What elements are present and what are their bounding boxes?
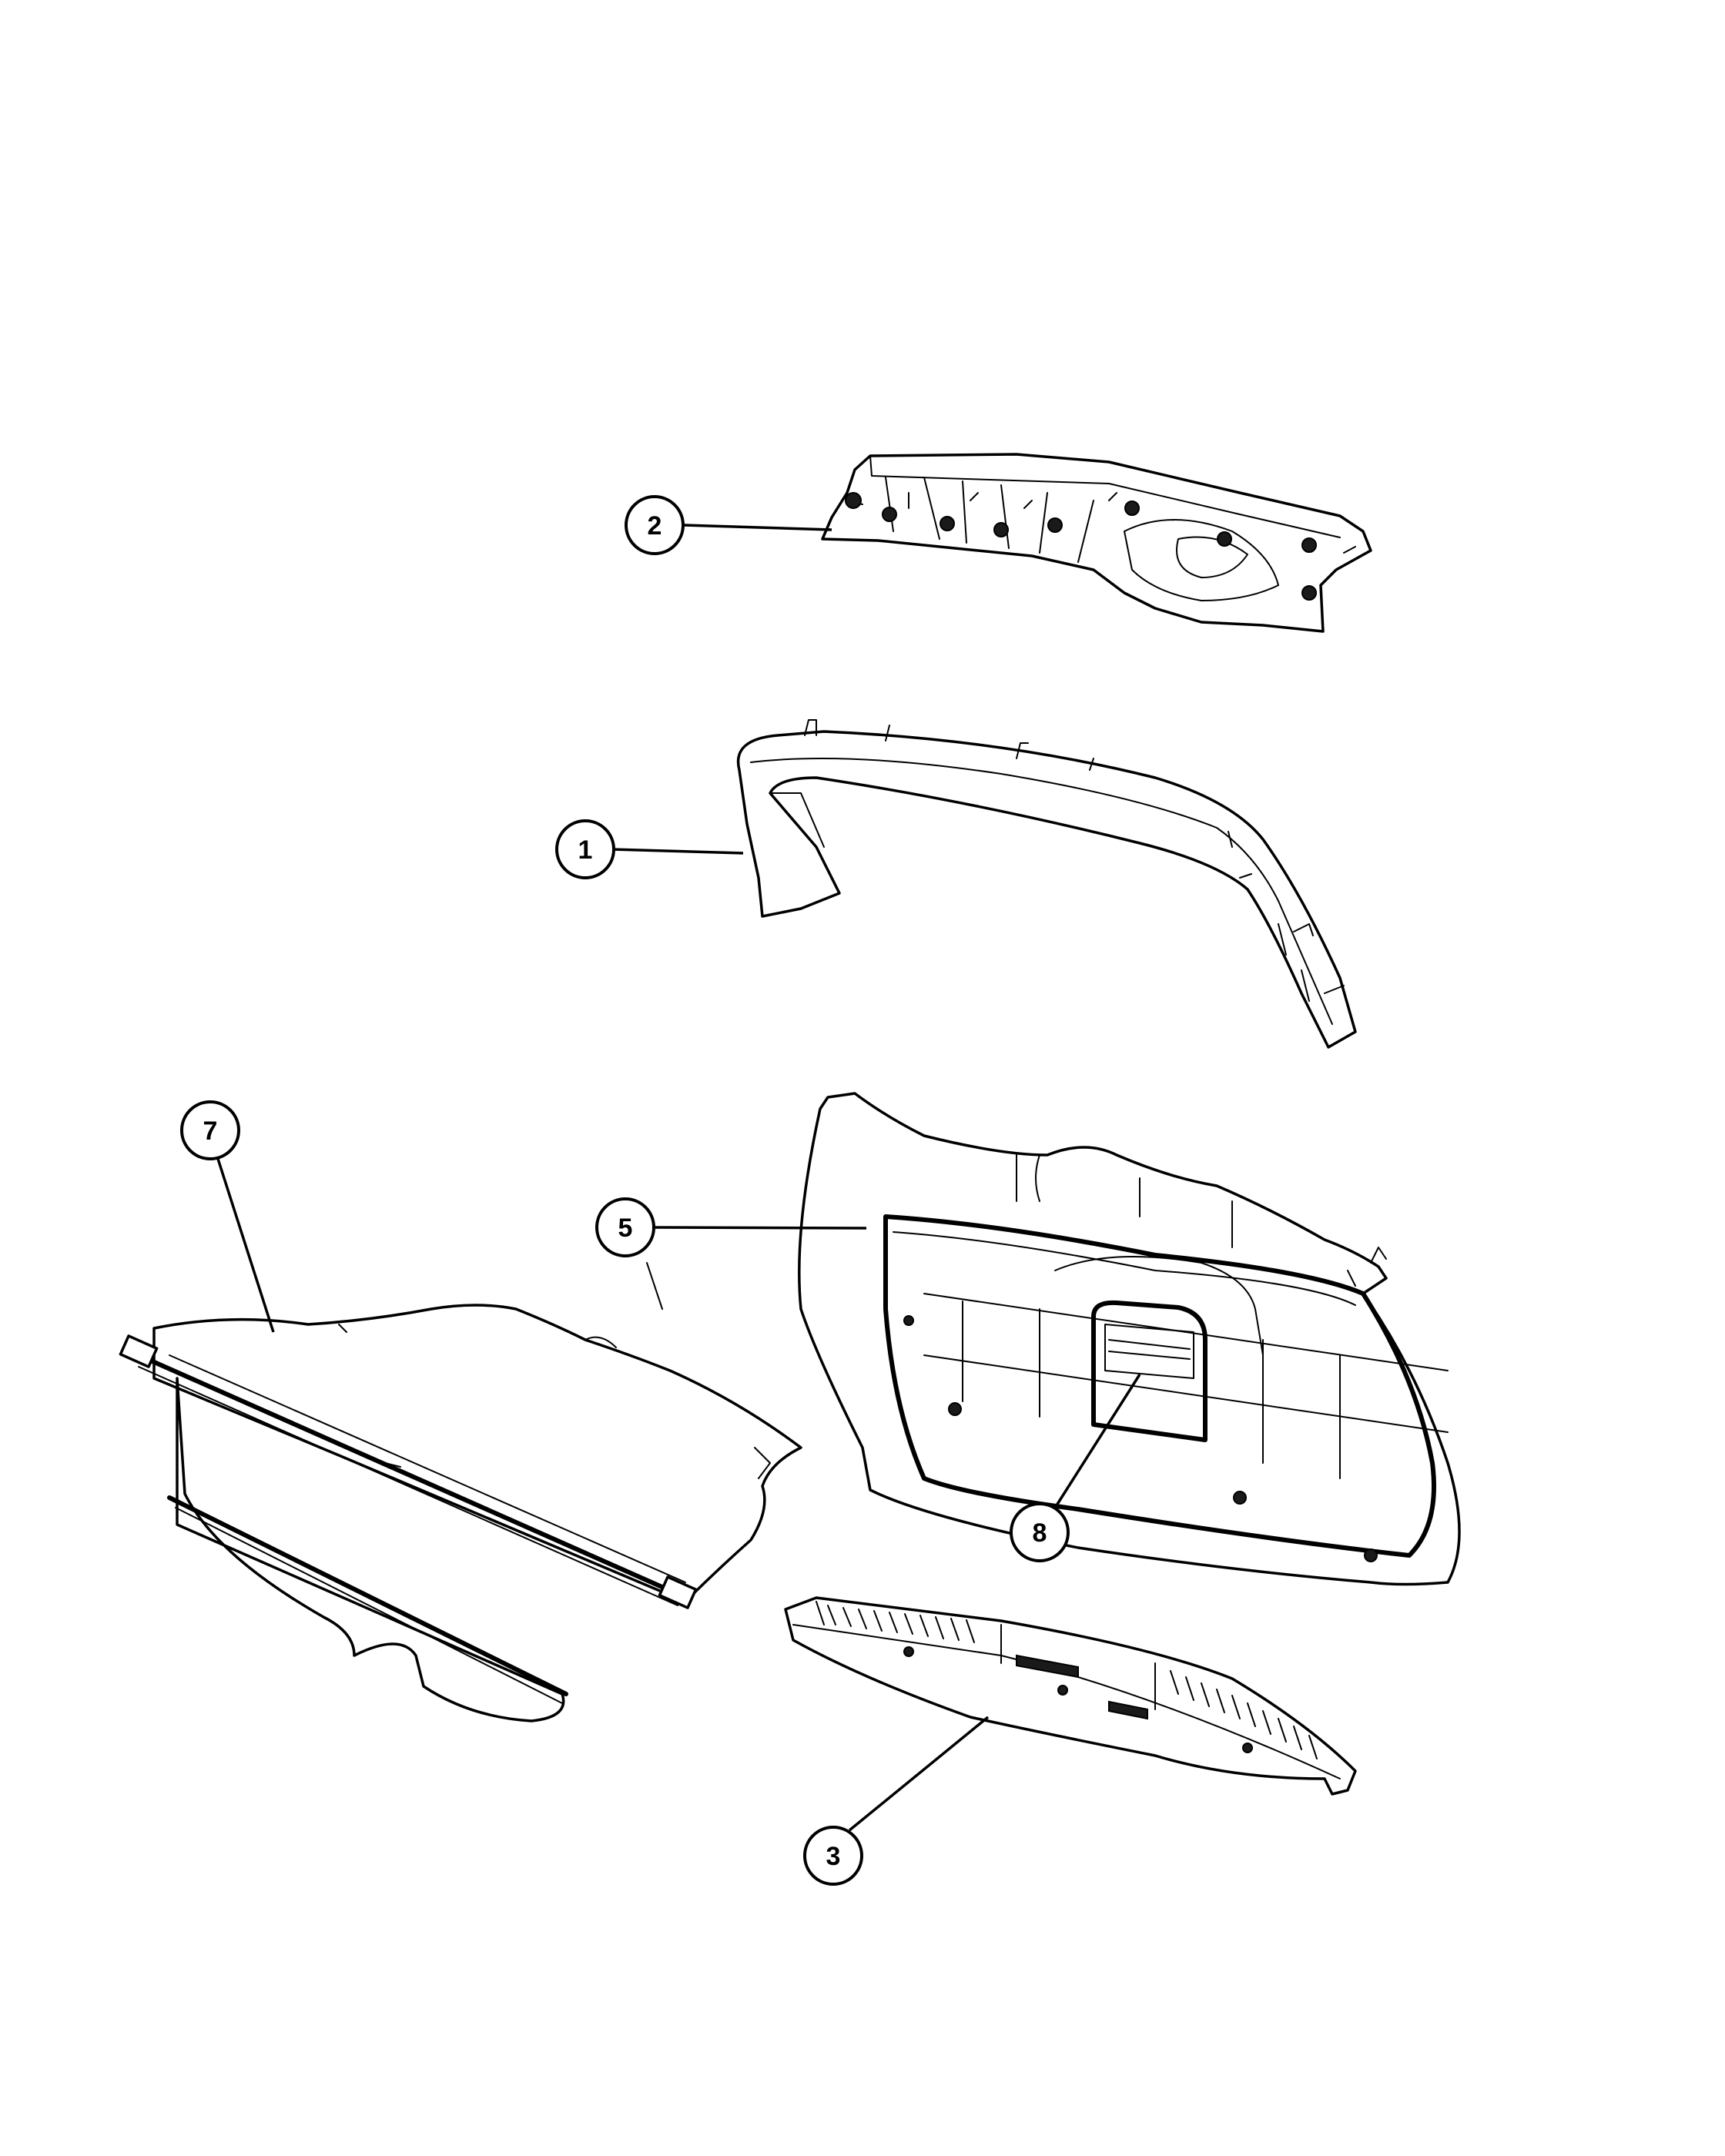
callout-label-2: 2 <box>648 511 662 541</box>
part-3-scuff-plate <box>784 1596 1357 1796</box>
callout-3: 3 <box>803 1826 863 1886</box>
callout-7: 7 <box>180 1100 240 1160</box>
part-1-arched-garnish <box>736 719 1357 1049</box>
part-5-lower-trim-panel <box>798 1092 1461 1586</box>
leader-5 <box>651 1226 867 1230</box>
callout-8: 8 <box>1010 1502 1070 1562</box>
callout-label-8: 8 <box>1033 1518 1047 1548</box>
callout-1: 1 <box>555 819 615 879</box>
leader-2 <box>683 524 832 531</box>
part-7-cargo-cover <box>119 1262 802 1722</box>
leader-7 <box>216 1158 275 1333</box>
callout-label-1: 1 <box>578 835 593 865</box>
leader-3 <box>848 1716 990 1832</box>
callout-5: 5 <box>595 1197 655 1257</box>
callout-label-7: 7 <box>203 1116 218 1146</box>
callout-label-3: 3 <box>826 1842 841 1871</box>
leader-8 <box>1055 1374 1141 1506</box>
leader-lines <box>216 524 1141 1832</box>
part-2-upper-trim-panel <box>821 453 1372 633</box>
callout-2: 2 <box>625 495 685 555</box>
callout-label-5: 5 <box>618 1214 633 1243</box>
leader-1 <box>611 848 744 855</box>
